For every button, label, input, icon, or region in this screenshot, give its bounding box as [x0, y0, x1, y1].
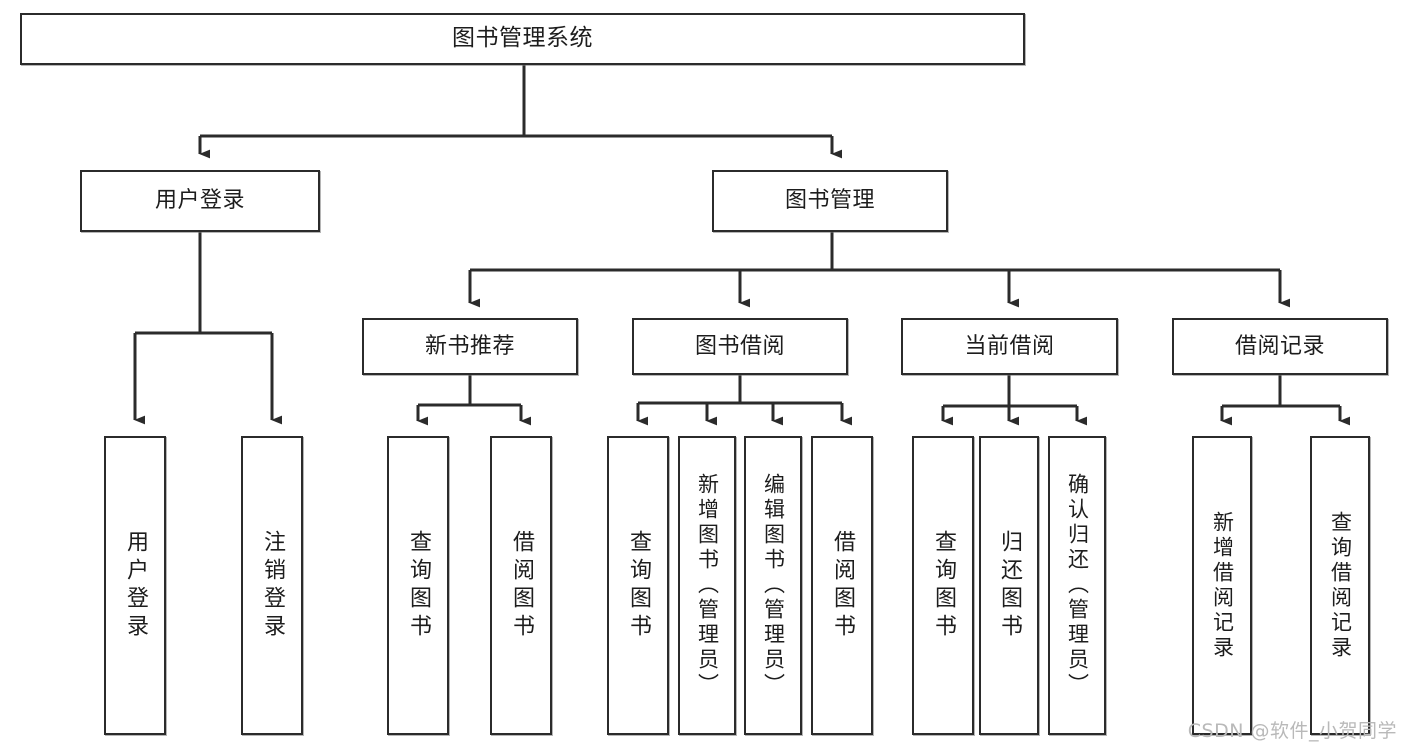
- node-user-login[interactable]: 用户登录: [80, 170, 320, 232]
- node-label: 当前借阅: [964, 333, 1055, 359]
- leaf-confirm-return-admin[interactable]: 确认归还（管理员）: [1048, 436, 1106, 735]
- node-label: 图书管理系统: [452, 25, 593, 52]
- leaf-query-book-recommendation[interactable]: 查询图书: [387, 436, 449, 735]
- node-label: 图书借阅: [694, 333, 785, 359]
- node-borrowing-record[interactable]: 借阅记录: [1172, 318, 1388, 375]
- node-label: 注销登录: [260, 529, 285, 642]
- node-label: 查询图书: [406, 529, 431, 642]
- node-label: 借阅图书: [830, 529, 855, 642]
- leaf-query-book-borrowing[interactable]: 查询图书: [607, 436, 669, 735]
- node-label: 查询借阅记录: [1328, 510, 1353, 661]
- node-label: 编辑图书（管理员）: [761, 473, 786, 698]
- node-label: 确认归还（管理员）: [1065, 473, 1090, 698]
- leaf-user-login[interactable]: 用户登录: [104, 436, 166, 735]
- leaf-add-book-admin[interactable]: 新增图书（管理员）: [678, 436, 736, 735]
- node-current-borrowing[interactable]: 当前借阅: [901, 318, 1118, 375]
- leaf-add-borrow-record[interactable]: 新增借阅记录: [1192, 436, 1252, 735]
- leaf-borrow-book-recommendation[interactable]: 借阅图书: [490, 436, 552, 735]
- leaf-query-book-current[interactable]: 查询图书: [912, 436, 974, 735]
- node-label: 查询图书: [626, 529, 651, 642]
- node-label: 归还图书: [997, 529, 1022, 642]
- leaf-user-logout[interactable]: 注销登录: [241, 436, 303, 735]
- node-label: 查询图书: [931, 529, 956, 642]
- leaf-query-borrow-record[interactable]: 查询借阅记录: [1310, 436, 1370, 735]
- node-label: 图书管理: [784, 188, 875, 214]
- node-label: 用户登录: [123, 529, 148, 642]
- node-label: 新增借阅记录: [1210, 510, 1235, 661]
- node-label: 借阅图书: [509, 529, 534, 642]
- node-label: 用户登录: [154, 188, 245, 214]
- node-label: 借阅记录: [1234, 333, 1325, 359]
- csdn-watermark: CSDN @软件_小贺同学: [1187, 720, 1397, 742]
- node-root-book-management-system[interactable]: 图书管理系统: [20, 13, 1025, 65]
- leaf-edit-book-admin[interactable]: 编辑图书（管理员）: [744, 436, 802, 735]
- leaf-return-book[interactable]: 归还图书: [979, 436, 1039, 735]
- node-label: 新增图书（管理员）: [695, 473, 720, 698]
- node-new-book-recommendation[interactable]: 新书推荐: [362, 318, 578, 375]
- node-book-borrowing[interactable]: 图书借阅: [632, 318, 848, 375]
- node-label: 新书推荐: [424, 333, 515, 359]
- leaf-borrow-book-borrowing[interactable]: 借阅图书: [811, 436, 873, 735]
- node-book-management[interactable]: 图书管理: [712, 170, 948, 232]
